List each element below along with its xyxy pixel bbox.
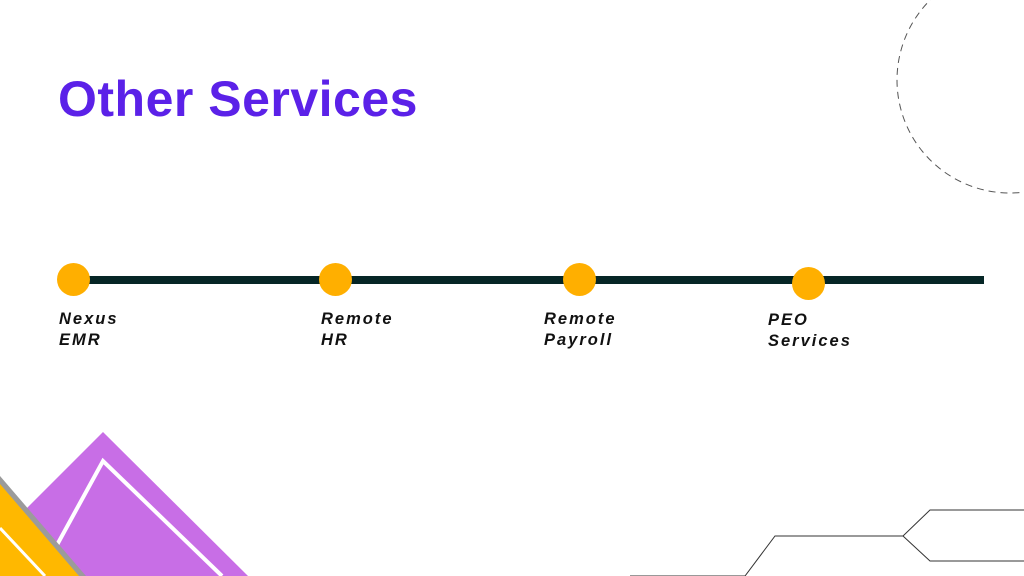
timeline-label-line: Remote bbox=[544, 310, 617, 328]
white-diagonal-stroke-decoration bbox=[0, 526, 47, 576]
timeline-label-line: Services bbox=[768, 332, 852, 350]
timeline-label-line: Payroll bbox=[544, 331, 614, 349]
timeline-dot-remote-hr bbox=[319, 263, 352, 296]
timeline-label-remote-hr: Remote HR bbox=[321, 309, 394, 351]
timeline-line bbox=[70, 276, 984, 284]
timeline-label-line: Remote bbox=[321, 310, 394, 328]
page-title: Other Services bbox=[58, 71, 418, 127]
timeline-label-remote-payroll: Remote Payroll bbox=[544, 309, 617, 351]
timeline-dot-remote-payroll bbox=[563, 263, 596, 296]
timeline-label-nexus-emr: Nexus EMR bbox=[59, 309, 119, 351]
circuit-line-decoration-2 bbox=[902, 535, 1024, 562]
circuit-line-decoration bbox=[630, 509, 1024, 576]
orange-triangle-decoration bbox=[0, 484, 79, 576]
timeline-dot-nexus-emr bbox=[57, 263, 90, 296]
timeline-label-line: PEO bbox=[768, 311, 809, 329]
timeline-label-line: Nexus bbox=[59, 310, 119, 328]
timeline-label-peo-services: PEO Services bbox=[768, 310, 852, 352]
dashed-circle-decoration bbox=[896, 0, 1024, 194]
timeline-label-line: HR bbox=[321, 331, 349, 349]
timeline-dot-peo-services bbox=[792, 267, 825, 300]
timeline-label-line: EMR bbox=[59, 331, 102, 349]
white-triangle-stroke-decoration bbox=[38, 457, 224, 576]
